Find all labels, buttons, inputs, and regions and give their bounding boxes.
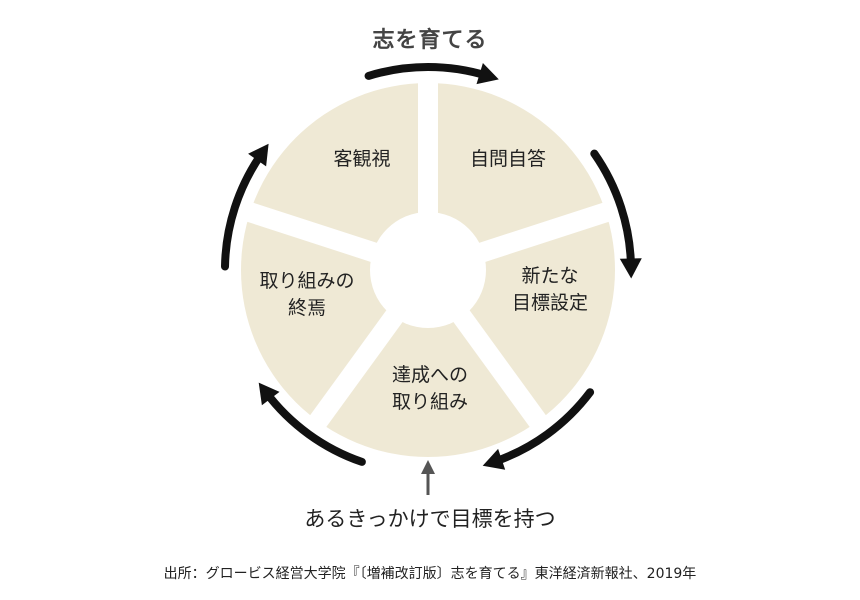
cycle-arrows [221, 63, 642, 470]
cycle-arrow-2 [590, 149, 642, 279]
cycle-arrow-5 [221, 143, 269, 271]
segment-label-working-toward-achievement: 達成への 取り組み [391, 364, 468, 413]
cycle-arrow-3 [482, 388, 595, 470]
source-citation: 出所：グロービス経営大学院『〔増補改訂版〕志を育てる』東洋経済新報社、2019年 [163, 566, 697, 582]
cycle-arrow-1 [364, 63, 499, 85]
diagram-title: 志を育てる [372, 28, 488, 53]
segment-label-end-of-effort: 取り組みの 終焉 [259, 270, 355, 319]
center-hub [370, 212, 486, 328]
trigger-arrow [421, 460, 435, 495]
cycle-arrow-4 [258, 382, 366, 466]
segment-label-objective-view: 客観視 [333, 148, 391, 170]
trigger-text: あるきっかけで目標を持つ [304, 507, 556, 531]
segment-label-self-questioning: 自問自答 [469, 148, 546, 170]
segment-dividers [245, 81, 611, 429]
segment-label-new-goal-setting: 新たな 目標設定 [511, 265, 588, 314]
